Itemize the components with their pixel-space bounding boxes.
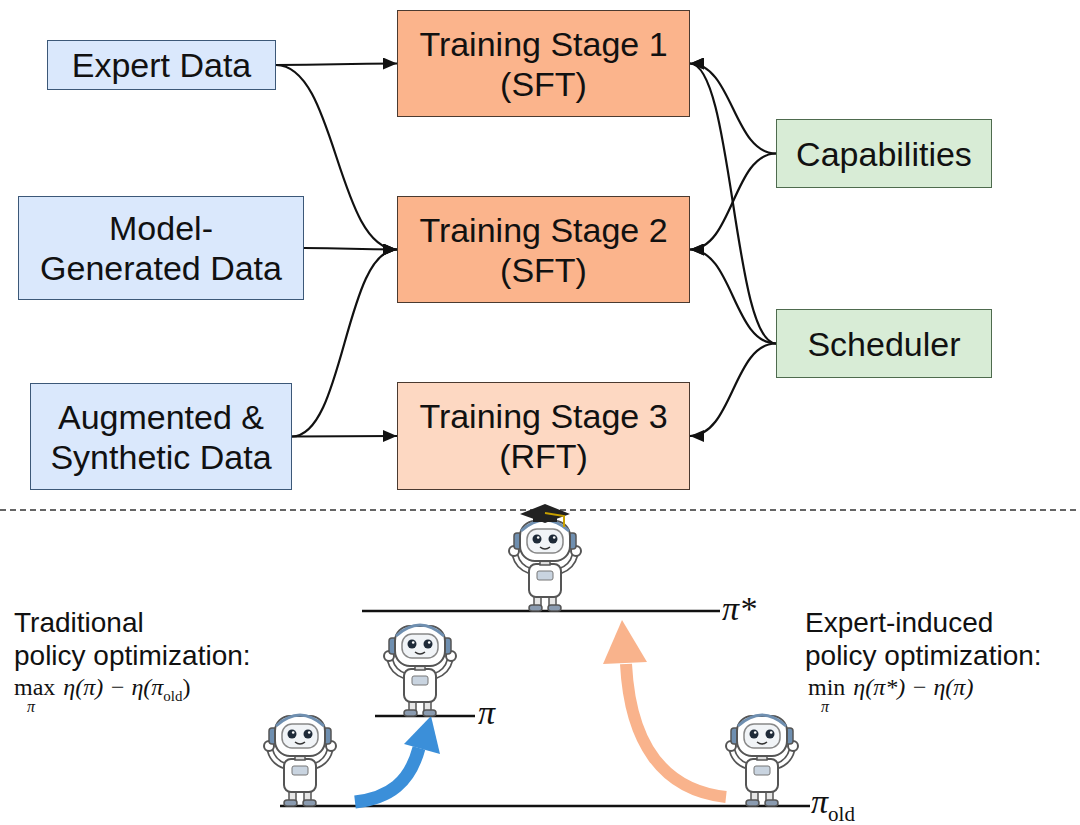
training-stage-box: Training Stage 3 (RFT)	[397, 382, 690, 490]
flow-arrow	[292, 250, 397, 437]
data-source-box: Expert Data	[47, 40, 276, 90]
flow-arrow	[292, 435, 397, 438]
formula-term: η(π*) − η(π)	[853, 674, 973, 700]
label-group: π*	[722, 590, 756, 628]
data-source-box: Model- Generated Data	[18, 196, 304, 300]
formula-term: η(π) − η(π	[63, 674, 163, 700]
box-label: Expert Data	[52, 45, 272, 85]
improvement-arrow	[603, 620, 726, 797]
policy-symbol: π	[478, 694, 495, 731]
box-label: Model- Generated Data	[32, 208, 290, 288]
policy-subscript: old	[828, 802, 855, 825]
robot-figure	[726, 715, 798, 806]
robot-figure	[384, 625, 456, 716]
formula-subscript: π	[27, 698, 35, 716]
flow-arrow	[304, 248, 397, 250]
flow-arrow	[690, 344, 776, 437]
training-stage-box: Training Stage 2 (SFT)	[397, 196, 690, 303]
graduation-cap	[520, 504, 570, 527]
formula-operator: max	[14, 674, 55, 700]
box-label: Scheduler	[779, 324, 989, 364]
improvement-arrow	[355, 716, 440, 802]
flow-arrow	[690, 64, 776, 344]
training-stage-box: Training Stage 1 (SFT)	[397, 10, 690, 117]
flow-arrow	[690, 64, 776, 154]
label-group: minπη(π*) − η(π)	[808, 674, 973, 701]
wrap-spacer	[214, 606, 254, 639]
box-label: Augmented & Synthetic Data	[36, 397, 286, 477]
label-group: maxπη(π) − η(πold)	[14, 674, 191, 705]
policy-symbol: π*	[722, 590, 756, 627]
policy-symbol: π	[811, 783, 828, 820]
formula-term: )	[183, 674, 191, 700]
box-label: Training Stage 2 (SFT)	[404, 210, 684, 290]
robot-figure	[264, 715, 336, 806]
flow-arrow	[276, 64, 397, 66]
formula-subscript: old	[163, 688, 182, 704]
control-box: Capabilities	[776, 119, 992, 188]
label-group: Traditional policy optimization:	[14, 606, 254, 672]
robot-figure	[509, 520, 581, 611]
formula-operator: min	[808, 674, 845, 700]
control-box: Scheduler	[776, 309, 992, 378]
connector-layer	[276, 64, 776, 437]
data-source-box: Augmented & Synthetic Data	[30, 383, 292, 490]
box-label: Training Stage 3 (RFT)	[404, 396, 684, 476]
label-group: πold	[811, 783, 855, 825]
label-group: Expert-induced policy optimization:	[805, 606, 1050, 672]
box-label: Training Stage 1 (SFT)	[404, 24, 684, 104]
annotation-text: Expert-induced policy optimization:	[805, 606, 1050, 672]
flow-arrow	[690, 250, 776, 344]
annotation-text: Traditional policy optimization:	[14, 606, 254, 672]
formula-subscript: π	[821, 698, 829, 716]
label-group: π	[478, 694, 495, 732]
box-label: Capabilities	[779, 134, 989, 174]
